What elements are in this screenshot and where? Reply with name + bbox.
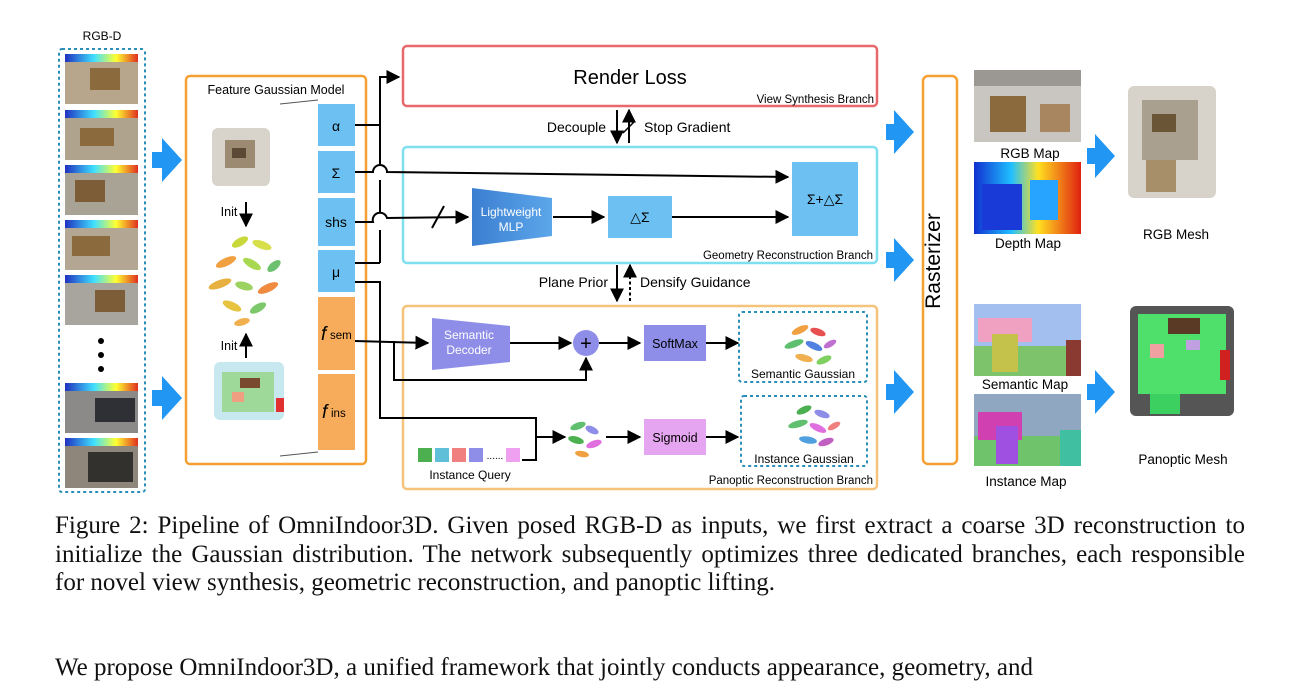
panoptic-frame <box>401 304 879 491</box>
attr-sigma-label: Σ <box>332 165 341 181</box>
semantic-gaussian-ellipsoids <box>784 325 837 365</box>
attr-fsem-cell <box>318 297 355 370</box>
attr-mu-cell <box>318 250 355 292</box>
instance-ellipsoids-small <box>568 421 602 458</box>
geometry-branch-label: Geometry Reconstruction Branch <box>703 250 873 262</box>
instance-map-label: Instance Map <box>985 474 1066 489</box>
input-arrow-upper <box>152 138 182 182</box>
depth-map-label: Depth Map <box>995 236 1061 251</box>
semantic-map-label: Semantic Map <box>982 377 1068 392</box>
view-branch-label: View Synthesis Branch <box>757 94 874 106</box>
svg-text:......: ...... <box>487 451 504 462</box>
attr-fins-sub: ins <box>331 408 346 420</box>
sigmoid-block <box>644 419 706 455</box>
to-rgb-mesh-arrow <box>1087 134 1115 178</box>
decouple-label: Decouple <box>547 119 606 135</box>
mlp-label-1: Lightweight <box>481 205 542 219</box>
to-panoptic-mesh-arrow <box>1087 370 1115 414</box>
flow-arrows <box>152 110 1115 420</box>
rgb-mesh-label: RGB Mesh <box>1143 227 1209 242</box>
instance-gaussian-ellipsoids <box>788 405 841 447</box>
rgb-map-image <box>974 70 1081 142</box>
attr-alpha-label: α <box>332 118 340 134</box>
densify-guidance-label: Densify Guidance <box>640 274 751 290</box>
sigma-plus-label: Σ+△Σ <box>807 191 844 207</box>
rasterizer-frame <box>921 74 959 466</box>
attr-fins-cell <box>318 374 355 450</box>
attr-alpha-cell <box>318 104 355 146</box>
render-loss-label: Render Loss <box>573 67 686 89</box>
add-node <box>573 330 599 356</box>
stop-gradient-label: Stop Gradient <box>644 119 730 135</box>
to-rasterizer-arrow-1 <box>886 110 914 154</box>
init-bottom-label: Init <box>221 339 238 353</box>
attr-fins-f: f <box>322 402 329 423</box>
mlp-label-2: MLP <box>499 220 524 234</box>
panoptic-branch-label: Panoptic Reconstruction Branch <box>709 475 873 487</box>
attr-mu-label: μ <box>332 264 340 280</box>
render-loss-frame <box>401 44 879 108</box>
rasterizer-label: Rasterizer <box>922 213 945 309</box>
instance-map-image <box>974 394 1081 466</box>
instance-gaussian-frame <box>740 395 868 467</box>
semantic-decoder-block <box>432 318 510 370</box>
plane-prior-label: Plane Prior <box>539 274 609 290</box>
feature-gaussian-model: Feature Gaussian Model Init Init <box>184 74 368 466</box>
delta-sigma-block <box>608 196 672 238</box>
rgb-mesh-image <box>1128 86 1216 198</box>
connection-lines <box>354 70 790 461</box>
semantic-coarse-image <box>214 362 284 420</box>
semantic-gaussian-frame <box>738 311 868 383</box>
sem-decoder-label-1: Semantic <box>444 328 494 342</box>
attr-sigma-cell <box>318 151 355 193</box>
to-rasterizer-arrow-3 <box>886 370 914 414</box>
output-maps: RGB Map Depth Map Semantic Map Instance … <box>974 70 1081 489</box>
attr-shs-label: shs <box>325 214 347 230</box>
instance-query-tokens: ...... <box>418 448 520 462</box>
gaussian-ellipsoids <box>208 236 281 326</box>
mlp-block <box>472 188 552 246</box>
coarse-reconstruction-image <box>212 128 270 186</box>
rgbd-label: RGB-D <box>83 29 122 43</box>
softmax-block <box>644 325 706 361</box>
to-rasterizer-arrow-2 <box>886 238 914 282</box>
panoptic-reconstruction-branch: Semantic Decoder + SoftMax Semantic Gaus… <box>401 304 879 491</box>
attr-shs-cell <box>318 198 355 246</box>
panoptic-mesh-label: Panoptic Mesh <box>1138 452 1227 467</box>
rgbd-frame <box>58 48 146 493</box>
rgb-map-label: RGB Map <box>1000 146 1059 161</box>
instance-gaussian-label: Instance Gaussian <box>754 452 853 466</box>
init-top-label: Init <box>221 205 238 219</box>
sigma-plus-block <box>792 162 858 236</box>
attr-fsem-sub: sem <box>330 330 352 342</box>
pipeline-figure: RGB-D Feature Gaussian Model <box>58 29 1234 493</box>
geometry-reconstruction-branch: Lightweight MLP △Σ Σ+△Σ Geometry Reconst… <box>401 145 879 265</box>
body-text-line: We propose OmniIndoor3D, a unified frame… <box>55 654 1033 681</box>
add-node-plus: + <box>580 333 592 355</box>
delta-sigma-label: △Σ <box>630 209 650 225</box>
figure-caption: Figure 2: Pipeline of OmniIndoor3D. Give… <box>55 512 1245 596</box>
semantic-gaussian-label: Semantic Gaussian <box>751 367 855 381</box>
rgbd-thumbnails <box>65 54 138 488</box>
view-synthesis-branch: Render Loss View Synthesis Branch <box>401 44 879 108</box>
semantic-map-image <box>974 304 1081 376</box>
model-frame <box>184 74 368 466</box>
panoptic-mesh-image <box>1130 306 1234 416</box>
instance-query-label: Instance Query <box>429 468 510 482</box>
attr-fsem-f: f <box>321 324 328 345</box>
model-title: Feature Gaussian Model <box>208 83 345 97</box>
depth-map-image <box>974 162 1081 234</box>
softmax-label: SoftMax <box>652 337 699 351</box>
rasterizer: Rasterizer <box>921 74 959 466</box>
sem-decoder-label-2: Decoder <box>446 343 491 357</box>
rgbd-input-column: RGB-D <box>58 29 146 493</box>
sigmoid-label: Sigmoid <box>652 431 697 445</box>
input-arrow-lower <box>152 376 182 420</box>
